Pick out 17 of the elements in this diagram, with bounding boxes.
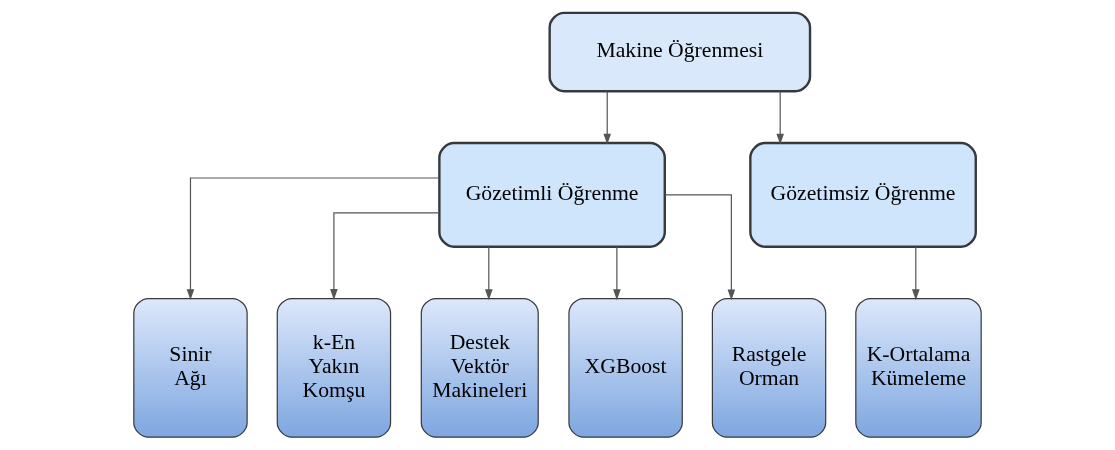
node-box: K-Ortalama Kümeleme <box>855 297 982 438</box>
node-box: k-En Yakın Komşu <box>276 297 392 438</box>
node-box: Destek Vektör Makineleri <box>420 297 539 438</box>
arrow <box>186 177 440 301</box>
arrow <box>603 90 612 145</box>
arrow <box>613 246 621 301</box>
arrow <box>776 90 784 145</box>
node-box: Rastgele Orman <box>711 297 827 438</box>
node-box: Gözetimsiz Öğrenme <box>749 141 977 248</box>
arrow <box>485 246 493 301</box>
node-box: XGBoost <box>568 297 683 438</box>
node-box: Gözetimli Öğrenme <box>438 141 666 248</box>
arrow <box>330 212 440 300</box>
node-box: Sinir Ağı <box>133 297 248 438</box>
node-box: Makine Öğrenmesi <box>548 11 812 93</box>
arrow <box>912 246 920 301</box>
arrow <box>664 194 736 301</box>
